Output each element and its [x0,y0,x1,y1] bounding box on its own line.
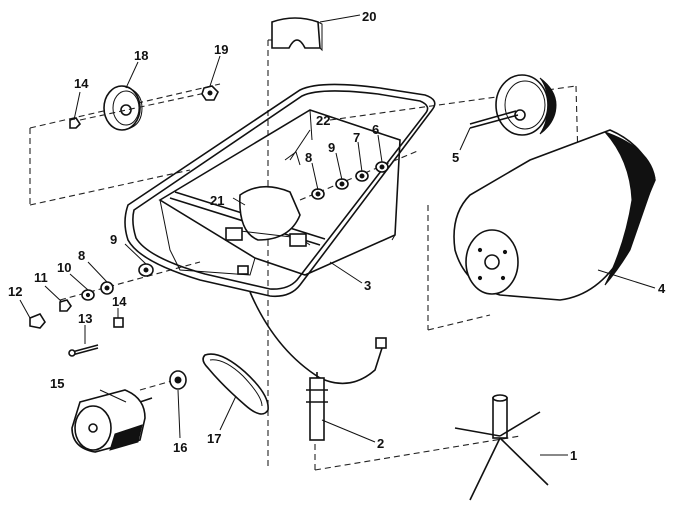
stand-part-1 [454,394,549,501]
callout-12: 12 [8,284,22,299]
bolt-13 [68,349,76,357]
belt-part-17 [202,353,269,415]
callout-9-left: 9 [110,232,117,247]
leader-lines [19,14,656,456]
callout-11: 11 [34,270,48,285]
callout-9-right: 9 [328,140,335,155]
callout-16: 16 [173,440,187,455]
callout-2: 2 [377,436,384,451]
nut-11 [59,299,72,312]
cap-14-mid [113,317,124,328]
callout-8-right: 8 [305,150,312,165]
callout-20: 20 [362,9,376,24]
motor-part-15 [71,389,153,453]
callout-13: 13 [78,311,92,326]
wheel-part-5 [469,74,557,136]
callout-6: 6 [372,122,379,137]
callout-5: 5 [452,150,459,165]
callout-14-mid: 14 [112,294,127,309]
callout-21: 21 [210,193,224,208]
pulley-part-16 [169,370,187,390]
small-nuts-top [69,85,219,129]
callout-7: 7 [353,130,360,145]
callout-19: 19 [214,42,228,57]
wheel-part-18 [79,85,211,131]
callout-17: 17 [207,431,221,446]
callout-1: 1 [570,448,577,463]
callout-10: 10 [57,260,71,275]
hopper-frame-part [124,83,436,385]
callout-4: 4 [658,281,666,296]
rod-part-2 [306,372,328,441]
deflector-cap-part [271,17,323,52]
callout-labels: 1 2 3 4 5 6 7 8 8 9 9 10 11 12 13 14 14 … [8,9,666,463]
callout-14-top: 14 [74,76,89,91]
cap-12 [29,313,46,329]
callout-18: 18 [134,48,148,63]
callout-3: 3 [364,278,371,293]
callout-8-left: 8 [78,248,85,263]
drum-part-4 [453,129,656,301]
left-axle-hardware [29,263,154,357]
cap-14-top [69,117,82,129]
callout-15: 15 [50,376,64,391]
callout-22: 22 [316,113,330,128]
